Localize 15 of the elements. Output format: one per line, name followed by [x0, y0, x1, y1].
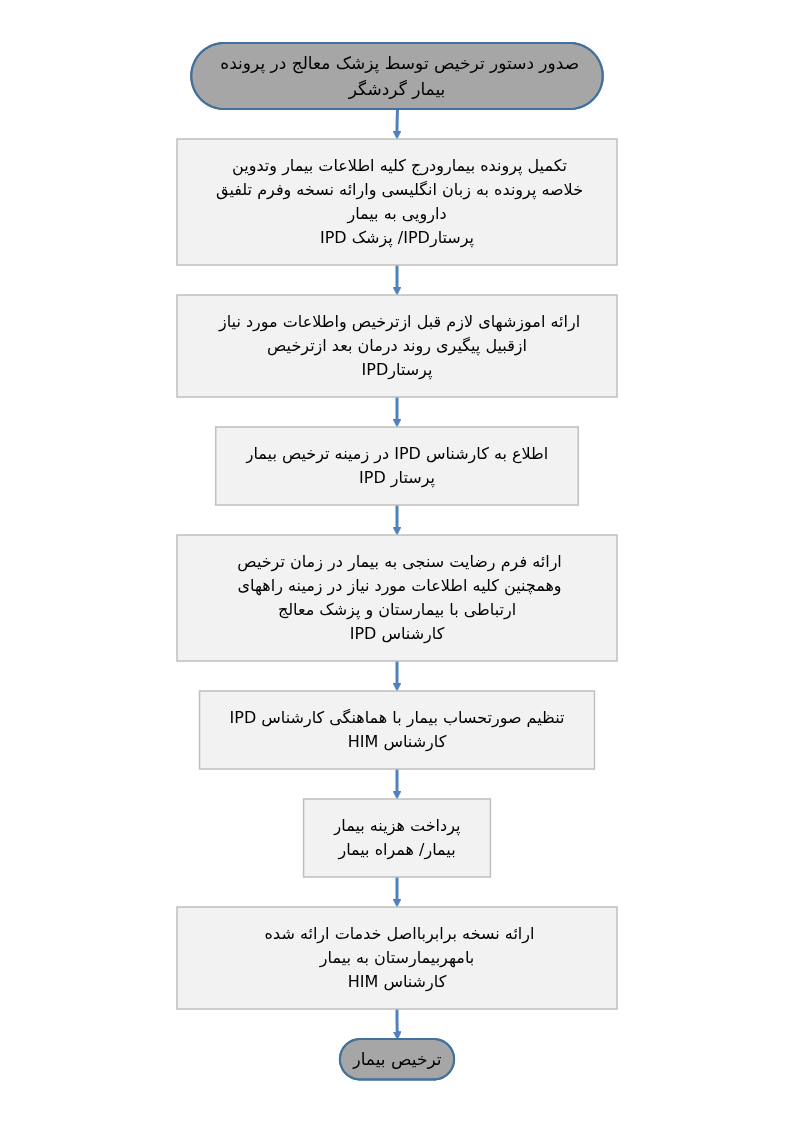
node-box: ارائه فرم رضایت سنجی به بیمار در زمان ترخیص وهمچنین کلیه اطلاعات مورد نیاز در زمینه راههای ارتباطی با بیمارستان و پزشک معالج کارشناس IPD [176, 534, 618, 662]
arrow [392, 769, 402, 800]
arrow [392, 109, 402, 140]
node-box: پرداخت هزینه بیمار بیمار/ همراه بیمار [302, 798, 492, 878]
arrow [392, 505, 402, 536]
node-box: ارائه اموزشهای لازم قبل ازترخیص واطلاعات مورد نیاز ازقبیل پیگیری روند درمان بعد ازترخیص پرستارIPD [176, 294, 618, 398]
arrow [392, 661, 402, 692]
arrow [392, 1009, 402, 1041]
node-box: ارائه نسخه برابربااصل خدمات ارائه شده بامهربیمارستان به بیمار کارشناس HIM [176, 906, 618, 1010]
arrow [392, 877, 402, 908]
node-box: اطلاع به کارشناس IPD در زمینه ترخیص بیمار پرستار IPD [214, 426, 580, 506]
arrow [392, 397, 402, 428]
node-box: تنظیم صورتحساب بیمار با هماهنگی کارشناس IPD کارشناس HIM [198, 690, 596, 770]
arrow [392, 265, 402, 296]
node-box: تکمیل پرونده بیمارودرج کلیه اطلاعات بیمار وتدوین خلاصه پرونده به زبان انگلیسی وارائه نسخه وفرم تلفیق دارویی به بیمار پرستارIPD/ پزشک IPD [176, 138, 618, 266]
